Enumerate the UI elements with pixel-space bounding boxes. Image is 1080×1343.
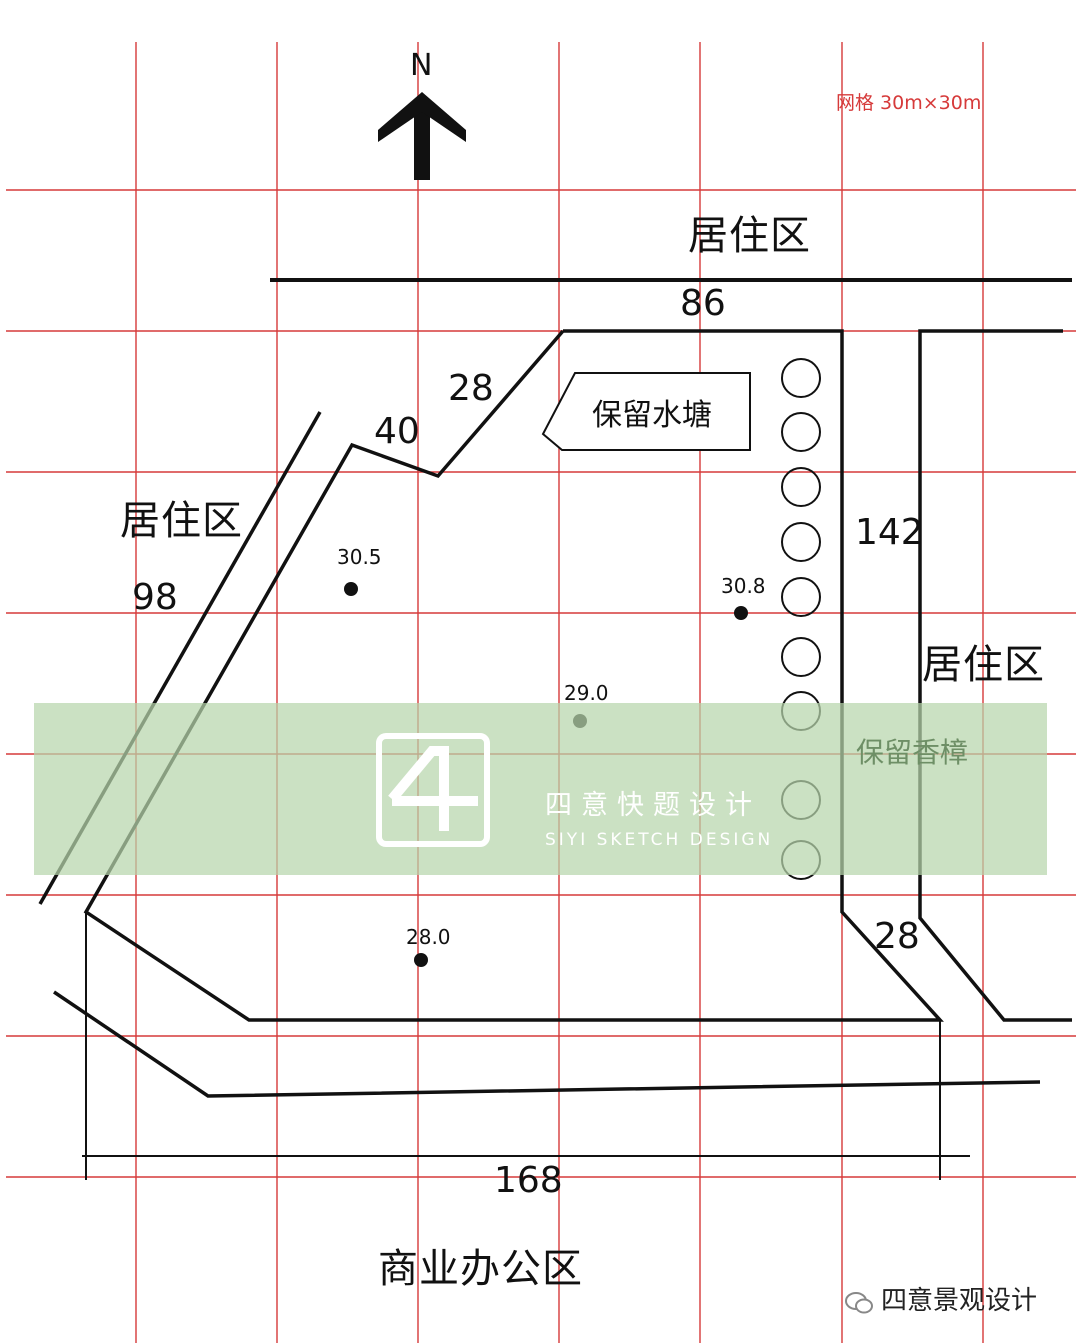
elevation-label: 30.5 <box>337 545 382 569</box>
camphor-tree <box>781 358 821 398</box>
camphor-tree <box>781 577 821 617</box>
camphor-tree <box>781 467 821 507</box>
dim-se: 28 <box>874 916 920 957</box>
watermark-title: 四意快题设计 <box>545 790 761 821</box>
watermark-logo-icon <box>376 733 490 847</box>
dim-east: 142 <box>855 512 924 553</box>
dim-bottom: 168 <box>494 1160 563 1201</box>
watermark-band <box>34 703 1047 875</box>
camphor-tree <box>781 637 821 677</box>
trees-label: 保留香樟 <box>856 736 969 769</box>
watermark-subtitle: SIYI SKETCH DESIGN <box>545 830 774 850</box>
south-road-line <box>53 990 1041 1098</box>
elevation-label: 29.0 <box>564 681 609 705</box>
elevation-dot <box>414 953 428 967</box>
account-name: 四意景观设计 <box>881 1286 1038 1316</box>
pond-shape <box>541 372 751 451</box>
elevation-label: 28.0 <box>406 925 451 949</box>
dim-top: 86 <box>680 283 726 324</box>
zone-east: 居住区 <box>922 642 1045 688</box>
elevation-label: 30.8 <box>721 574 766 598</box>
camphor-tree <box>781 522 821 562</box>
north-label: N <box>410 48 433 83</box>
zone-west: 居住区 <box>120 498 243 544</box>
elevation-dot <box>344 582 358 596</box>
elevation-dot <box>734 606 748 620</box>
zone-north: 居住区 <box>688 213 811 259</box>
pond-label: 保留水塘 <box>592 398 712 433</box>
east-road-line <box>918 329 1072 1022</box>
dim-nw-mid: 40 <box>374 411 420 452</box>
north-arrow-icon <box>378 92 466 180</box>
zone-south: 商业办公区 <box>378 1246 583 1292</box>
camphor-tree <box>781 412 821 452</box>
grid-note: 网格 30m×30m <box>836 92 982 114</box>
dim-west: 98 <box>132 577 178 618</box>
wechat-icon <box>845 1291 873 1313</box>
site-boundary <box>83 329 944 1022</box>
grid-lines <box>6 42 1076 1343</box>
account-footer: 四意景观设计 <box>845 1280 1037 1317</box>
bottom-dimension-line <box>82 912 970 1180</box>
dim-nw-short: 28 <box>448 368 494 409</box>
